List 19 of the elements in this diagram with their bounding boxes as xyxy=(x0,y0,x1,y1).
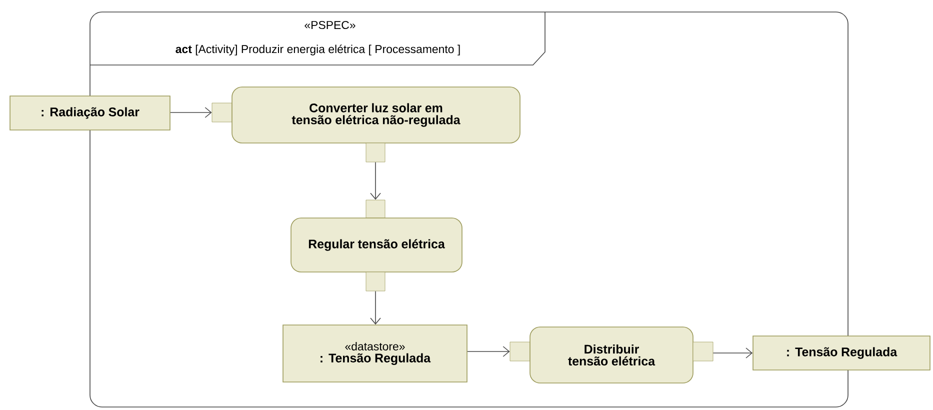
arrow xyxy=(170,107,212,118)
object-box: : Tensão Regulada xyxy=(752,336,930,370)
pin-box xyxy=(212,102,232,122)
object-box: : Radiação Solar xyxy=(10,96,170,130)
pin-box xyxy=(366,142,386,162)
pin-box xyxy=(366,200,386,218)
pin-box xyxy=(510,342,530,362)
object-box: «datastore» : Tensão Regulada xyxy=(282,324,468,382)
frame-heading: «PSPEC» xyxy=(304,20,356,30)
pin-box xyxy=(692,342,714,362)
frame-heading: act [Activity] Produzir energia elétrica [ Processamento ] xyxy=(176,44,460,56)
action-box: Converter luz solar em tensão elétrica não-regulada xyxy=(232,86,520,144)
pin-box xyxy=(366,272,386,292)
arrow xyxy=(712,348,753,358)
action-box: Regular tensão elétrica xyxy=(290,218,462,272)
arrow xyxy=(370,162,381,200)
arrow xyxy=(467,346,510,357)
action-box: Distribuir tensão elétrica xyxy=(530,326,694,384)
arrow xyxy=(370,290,381,325)
